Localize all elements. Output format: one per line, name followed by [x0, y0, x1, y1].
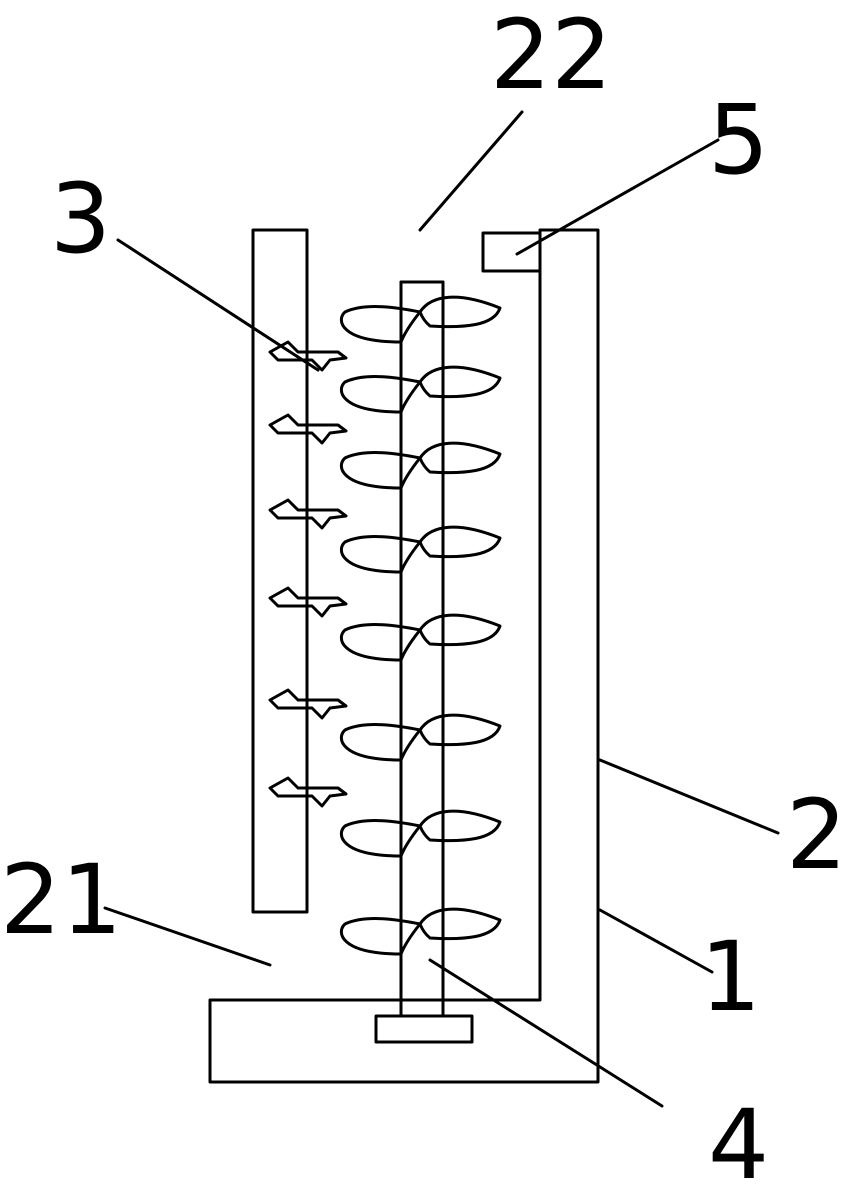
- ref-label-2: 2: [786, 779, 847, 891]
- plate-fins: [268, 340, 348, 808]
- plate-fin: [268, 586, 348, 618]
- blade-left: [340, 819, 422, 858]
- blade-right: [418, 613, 502, 647]
- leader-22: [418, 110, 524, 232]
- ref-label-1: 1: [700, 921, 761, 1033]
- blade-right: [418, 295, 502, 329]
- blade-right: [418, 713, 502, 747]
- blade-pair: [340, 713, 502, 762]
- blade-left: [340, 305, 422, 344]
- blade-left: [340, 623, 422, 662]
- leader-3: [116, 238, 320, 372]
- blade-pair: [340, 295, 502, 344]
- plate-fin: [268, 776, 348, 808]
- blade-pair: [340, 441, 502, 490]
- plate-fin: [268, 413, 348, 445]
- blade-right: [418, 441, 502, 475]
- blade-pair: [340, 525, 502, 574]
- plate-fin: [268, 340, 348, 372]
- blade-left: [340, 375, 422, 414]
- leader-1: [598, 908, 714, 974]
- blade-pair: [340, 613, 502, 662]
- leader-21: [103, 906, 272, 967]
- sensor-block: [481, 231, 542, 273]
- ref-label-5: 5: [708, 84, 769, 196]
- ref-label-4: 4: [708, 1089, 769, 1184]
- rotor-blades: [340, 295, 502, 956]
- plate-fin: [268, 498, 348, 530]
- leader-2: [598, 758, 780, 835]
- rotor-shaft: [399, 280, 445, 1018]
- blade-left: [340, 723, 422, 762]
- housing-l-frame: [208, 228, 600, 1084]
- blade-right: [418, 365, 502, 399]
- blade-pair: [340, 365, 502, 414]
- motor-block: [374, 1014, 474, 1044]
- blade-pair: [340, 809, 502, 858]
- blade-left: [340, 535, 422, 574]
- plate-fin: [268, 688, 348, 720]
- blade-left: [340, 451, 422, 490]
- blade-pair: [340, 907, 502, 956]
- ref-label-3: 3: [50, 163, 111, 275]
- blade-right: [418, 809, 502, 843]
- left-plate: [251, 228, 309, 914]
- blade-right: [418, 525, 502, 559]
- ref-label-22: 22: [490, 0, 612, 111]
- leader-4: [428, 958, 664, 1108]
- blade-right: [418, 907, 502, 941]
- blade-left: [340, 917, 422, 956]
- leader-5: [515, 138, 720, 256]
- ref-label-21: 21: [0, 844, 122, 956]
